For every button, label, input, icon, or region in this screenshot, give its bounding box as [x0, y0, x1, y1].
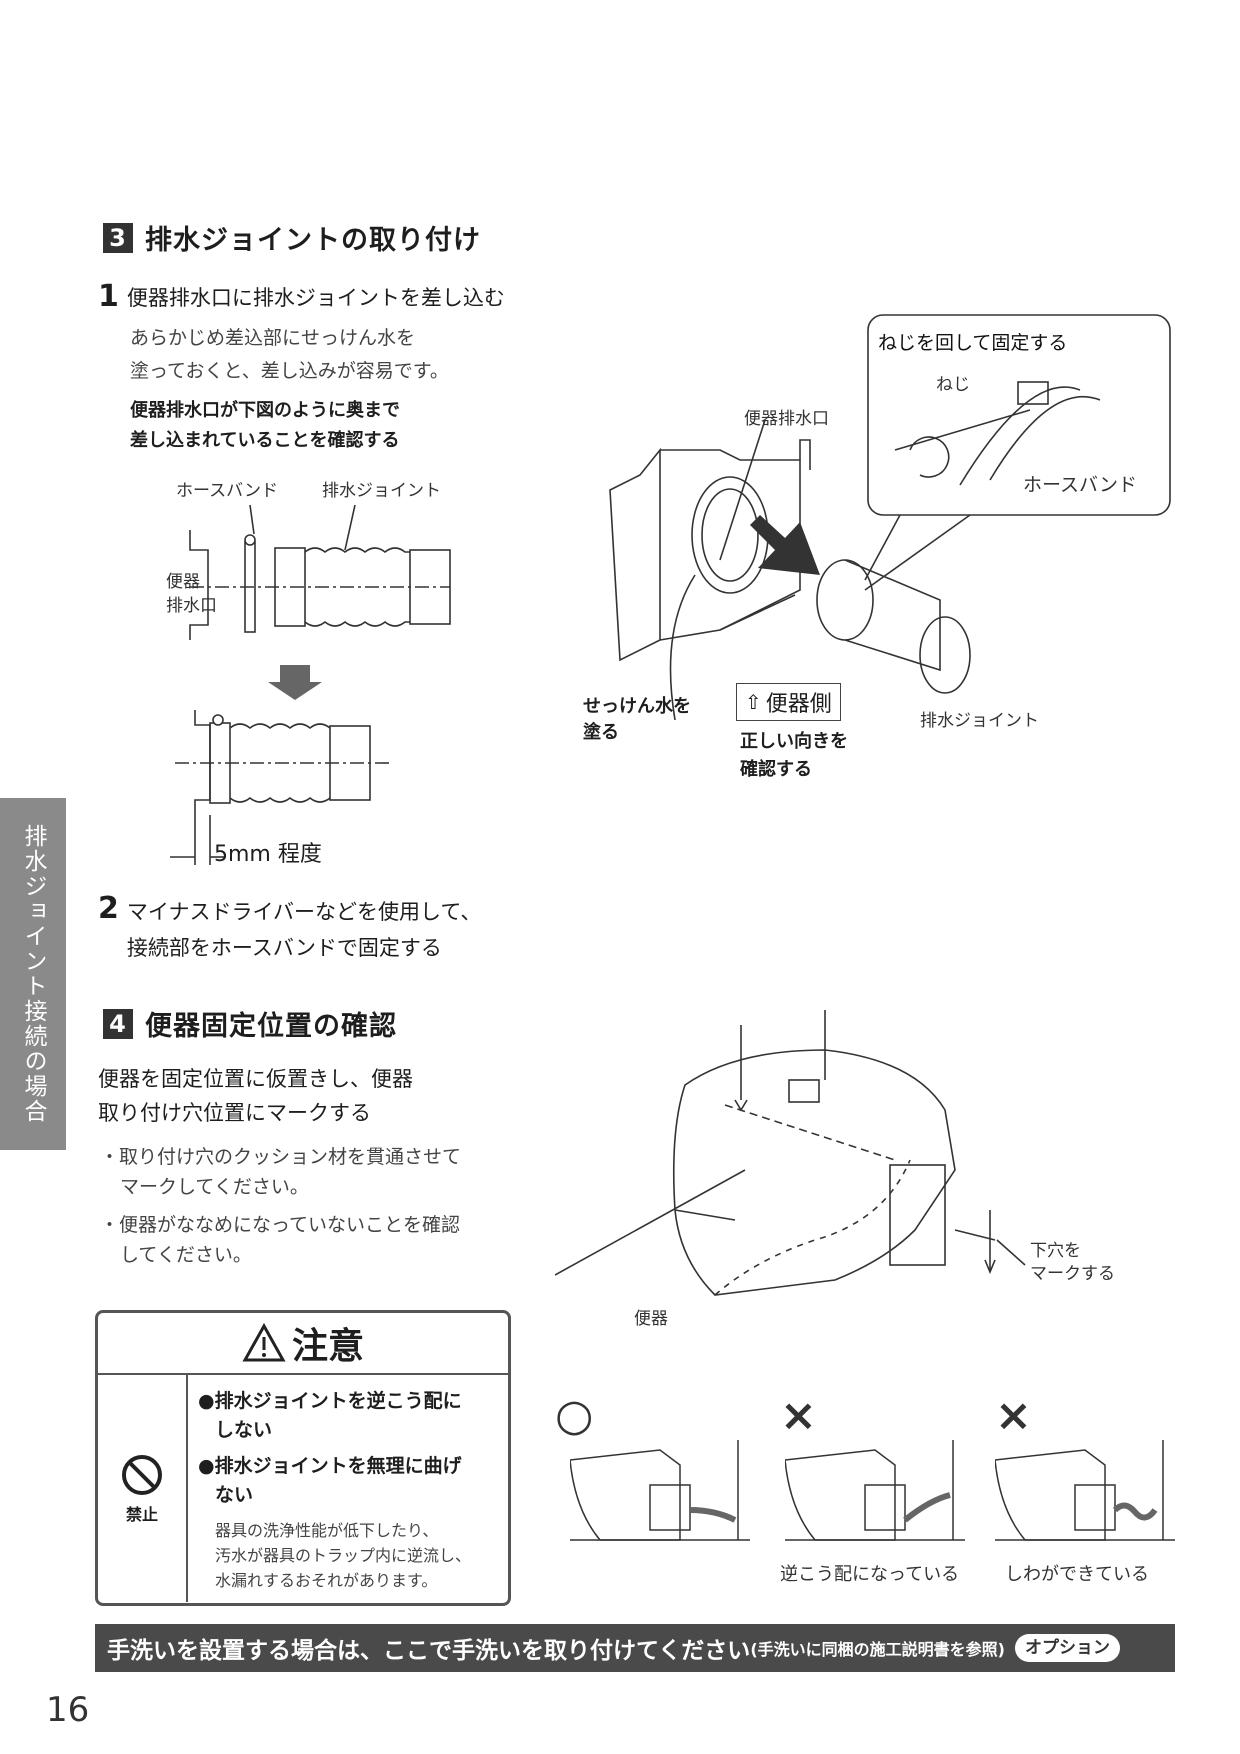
soap-line: せっけん水を	[583, 696, 691, 717]
caution-line: ●排水ジョイントを無理に曲げ	[198, 1455, 462, 1477]
note-line: 汚水が器具のトラップ内に逆流し、	[215, 1546, 472, 1565]
example-bad-slope: × 逆こう配になっている	[775, 1390, 980, 1590]
page-number: 16	[46, 1690, 90, 1730]
note-line: 差し込まれていることを確認する	[130, 430, 400, 451]
label-check-orientation: 正しい向きを 確認する	[740, 728, 848, 784]
note-line: 器具の洗浄性能が低下したり、	[215, 1521, 439, 1540]
intro-line: 便器を固定位置に仮置きし、便器	[98, 1067, 413, 1091]
label-insert-depth: 5mm 程度	[214, 842, 322, 867]
label-hose-band: ホースバンド	[176, 481, 278, 501]
step-1-heading: 1 便器排水口に排水ジョイントを差し込む	[98, 282, 505, 314]
label-drain-outlet: 便器排水口	[744, 409, 829, 429]
label-drain-joint-2: 排水ジョイント	[920, 711, 1039, 731]
bullet-line: してください。	[120, 1244, 252, 1266]
label-screw: ねじ	[936, 375, 970, 395]
toilet-side-marker: ⇧ 便器側	[736, 683, 841, 721]
label-toilet: 便器	[634, 1309, 668, 1329]
bullet-line: ・便器がななめになっていないことを確認	[100, 1214, 461, 1236]
bullet-line: ・取り付け穴のクッション材を貫通させて	[100, 1146, 462, 1168]
example-good: ○	[555, 1390, 760, 1590]
label-mark-hole: 下穴を マークする	[1030, 1240, 1115, 1286]
toilet-side-label: 便器側	[765, 692, 832, 717]
step-number: 2	[98, 891, 119, 926]
section-4-intro: 便器を固定位置に仮置きし、便器 取り付け穴位置にマークする	[98, 1062, 413, 1130]
prohibit-icon	[122, 1454, 162, 1495]
section-title: 排水ジョイントの取り付け	[145, 225, 481, 256]
bullet-item: ・取り付け穴のクッション材を貫通させて マークしてください。	[100, 1142, 461, 1202]
caution-note: 器具の洗浄性能が低下したり、 汚水が器具のトラップ内に逆流し、 水漏れするおそれ…	[198, 1518, 508, 1593]
note-line: 水漏れするおそれがあります。	[215, 1571, 438, 1590]
section-3-heading: 3 排水ジョイントの取り付け	[103, 218, 481, 257]
step-title: 便器排水口に排水ジョイントを差し込む	[126, 286, 505, 310]
caution-line: ない	[215, 1484, 254, 1506]
caution-item: ●排水ジョイントを逆こう配に しない	[198, 1387, 508, 1445]
bottom-bar-main: 手洗いを設置する場合は、ここで手洗いを取り付けてください	[107, 1638, 751, 1664]
option-badge: オプション	[1014, 1634, 1120, 1662]
intro-line: 取り付け穴位置にマークする	[98, 1101, 371, 1125]
joint-insertion-diagram	[170, 504, 451, 865]
caution-line: ●排水ジョイントを逆こう配に	[198, 1390, 462, 1412]
caution-content: ●排水ジョイントを逆こう配に しない ●排水ジョイントを無理に曲げ ない 器具の…	[188, 1375, 508, 1602]
step-line: 接続部をホースバンドで固定する	[126, 936, 442, 960]
orientation-line: 確認する	[740, 759, 812, 780]
example-row: ○ × 逆こう配になっている ×	[555, 1390, 1195, 1590]
label-drain-joint: 排水ジョイント	[322, 481, 441, 501]
body-line: 塗っておくと、差し込みが容易です。	[130, 360, 449, 382]
caution-header: 注意	[98, 1313, 508, 1375]
bottom-bar: 手洗いを設置する場合は、ここで手洗いを取り付けてください (手洗いに同梱の施工説…	[95, 1624, 1175, 1672]
caution-item: ●排水ジョイントを無理に曲げ ない	[198, 1452, 508, 1510]
outlet-line: 排水口	[166, 596, 217, 616]
callout-title: ねじを回して固定する	[878, 332, 1068, 354]
mark-line: マークする	[1030, 1264, 1115, 1284]
section-number: 4	[103, 1008, 133, 1039]
example-caption: 逆こう配になっている	[780, 1564, 960, 1585]
insert-arrow-icon	[750, 515, 820, 575]
warning-triangle-icon	[242, 1323, 286, 1362]
bullet-line: マークしてください。	[120, 1176, 309, 1198]
caution-title: 注意	[291, 1326, 364, 1367]
bottom-bar-sub: (手洗いに同梱の施工説明書を参照)	[750, 1640, 1005, 1659]
orientation-line: 正しい向きを	[740, 731, 848, 752]
down-arrow-icon	[268, 665, 322, 700]
example-good-figure	[570, 1440, 750, 1541]
caution-body: 禁止 ●排水ジョイントを逆こう配に しない ●排水ジョイントを無理に曲げ ない …	[98, 1375, 508, 1602]
step-2: 2 マイナスドライバーなどを使用して、 接続部をホースバンドで固定する	[98, 894, 481, 966]
ng-symbol-icon: ×	[780, 1390, 817, 1441]
step-1-body: あらかじめ差込部にせっけん水を 塗っておくと、差し込みが容易です。	[130, 322, 449, 388]
outlet-line: 便器	[166, 572, 200, 592]
bullet-item: ・便器がななめになっていないことを確認 してください。	[100, 1210, 461, 1270]
side-tab: 排水ジョイント接続の場合	[0, 798, 66, 1150]
section-4-bullets: ・取り付け穴のクッション材を貫通させて マークしてください。 ・便器がななめにな…	[100, 1142, 461, 1270]
mark-line: 下穴を	[1030, 1241, 1081, 1261]
prohibit-label: 禁止	[125, 1504, 158, 1524]
toilet-placement-diagram	[555, 1010, 1026, 1296]
example-bad-wrinkle-figure	[995, 1440, 1175, 1541]
note-line: 便器排水口が下図のように奥まで	[130, 400, 400, 421]
caution-line: しない	[215, 1419, 273, 1441]
prohibit-column: 禁止	[98, 1375, 188, 1602]
caution-box: 注意 禁止 ●排水ジョイントを逆こう配に しない ●排水ジョイントを無理に曲げ …	[95, 1310, 511, 1606]
step-2-text: マイナスドライバーなどを使用して、 接続部をホースバンドで固定する	[127, 894, 481, 966]
step-number: 1	[98, 279, 119, 314]
ok-symbol-icon: ○	[555, 1390, 594, 1441]
section-4-heading: 4 便器固定位置の確認	[103, 1004, 397, 1043]
example-caption: しわができている	[1005, 1564, 1149, 1585]
body-line: あらかじめ差込部にせっけん水を	[130, 327, 416, 349]
step-1-note: 便器排水口が下図のように奥まで 差し込まれていることを確認する	[130, 396, 400, 456]
soap-line: 塗る	[583, 722, 619, 743]
label-outlet: 便器 排水口	[166, 570, 217, 618]
step-line: マイナスドライバーなどを使用して、	[126, 900, 482, 924]
label-apply-soap: せっけん水を 塗る	[583, 694, 691, 746]
example-bad-slope-figure	[785, 1440, 965, 1541]
up-arrow-icon: ⇧	[745, 690, 762, 714]
joint-installation-diagram	[609, 314, 1171, 721]
section-number: 3	[103, 222, 133, 253]
section-title: 便器固定位置の確認	[145, 1011, 397, 1042]
example-bad-wrinkle: × しわができている	[990, 1390, 1195, 1590]
label-hose-band-callout: ホースバンド	[1023, 474, 1138, 496]
ng-symbol-icon: ×	[995, 1390, 1032, 1441]
